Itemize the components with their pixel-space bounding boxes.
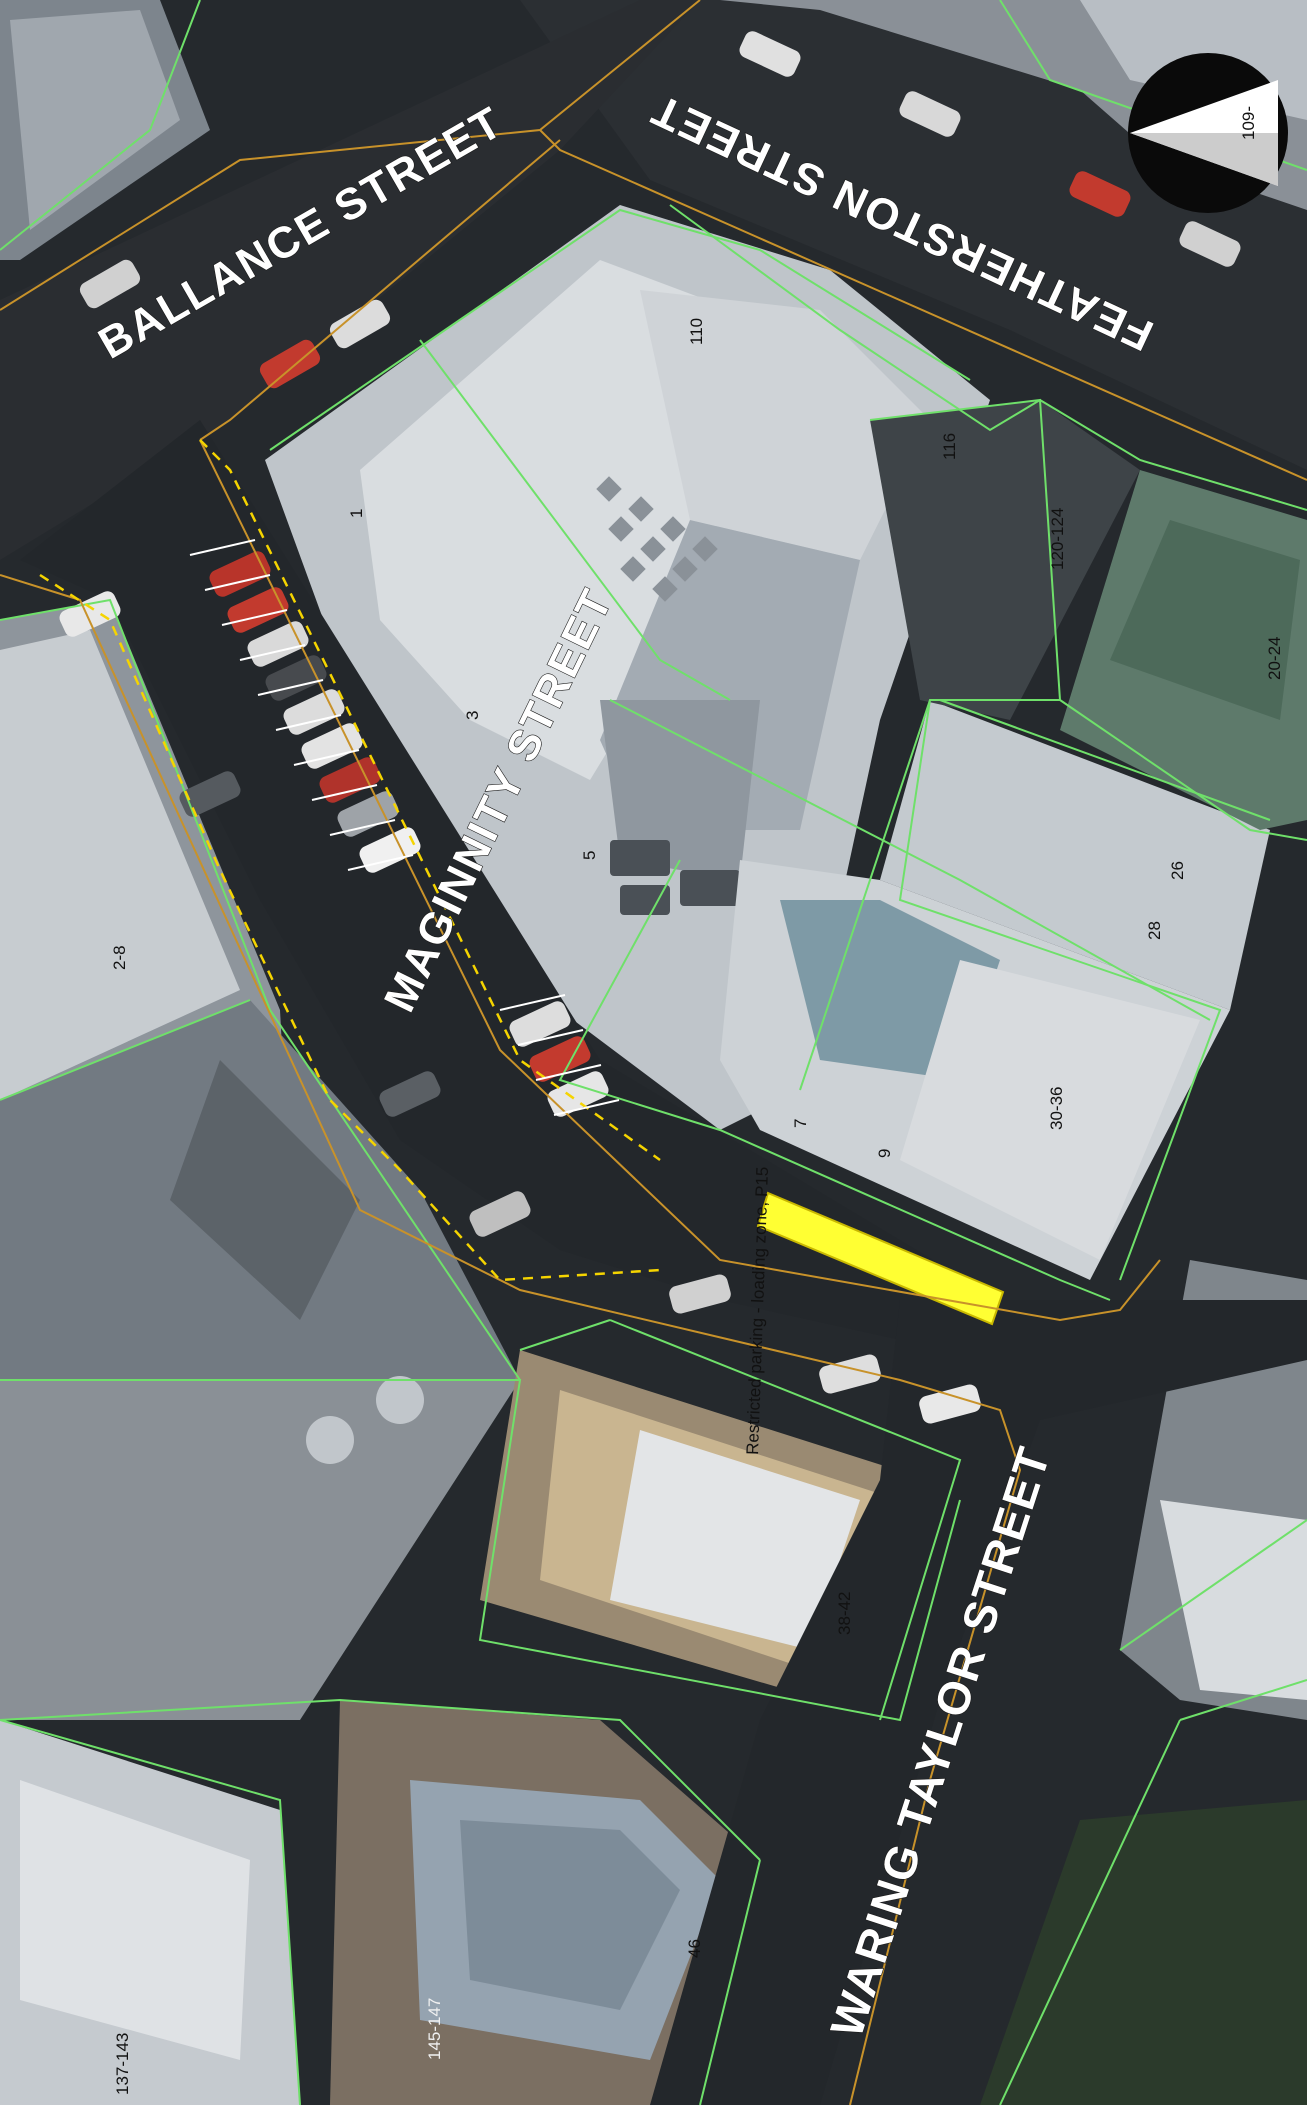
parcel-120-124: 120-124 <box>1048 508 1067 570</box>
balance-road <box>0 0 700 560</box>
parcel-110: 110 <box>687 318 706 345</box>
parcel-30-36: 30-36 <box>1047 1087 1066 1130</box>
hvac-units <box>610 840 740 915</box>
parking-bay-markings <box>189 539 620 1116</box>
north-arrow <box>1128 53 1288 213</box>
parcel-2-8: 2-8 <box>110 945 129 970</box>
parcel-145-147: 145-147 <box>425 1998 444 2060</box>
parcel-9: 9 <box>875 1149 894 1158</box>
building-120-124 <box>870 400 1140 720</box>
parcel-137-143: 137-143 <box>113 2033 132 2095</box>
parcel-5: 5 <box>580 851 599 860</box>
parcel-46: 46 <box>685 1939 704 1958</box>
featherston-road <box>520 0 1307 470</box>
parcel-7: 7 <box>791 1119 810 1128</box>
parcel-26: 26 <box>1168 861 1187 880</box>
parcel-20-24: 20-24 <box>1265 637 1284 680</box>
parcel-116: 116 <box>940 433 959 460</box>
north-arrow-label: 109- <box>1239 106 1258 140</box>
building-lower-left <box>0 1380 520 1720</box>
parked-cars <box>59 31 1241 1424</box>
trees <box>980 1800 1307 2105</box>
skylights <box>596 476 718 602</box>
loading-zone <box>756 1191 1005 1326</box>
parcel-28: 28 <box>1145 921 1164 940</box>
waring-taylor-road <box>650 1300 1307 2105</box>
parcel-38-42: 38-42 <box>835 1592 854 1635</box>
roof-30-36 <box>900 960 1200 1260</box>
building-26-28 <box>880 700 1270 1010</box>
parcel-3: 3 <box>463 711 482 720</box>
parcel-1: 1 <box>347 509 366 518</box>
no-stopping-lines <box>39 439 661 1282</box>
